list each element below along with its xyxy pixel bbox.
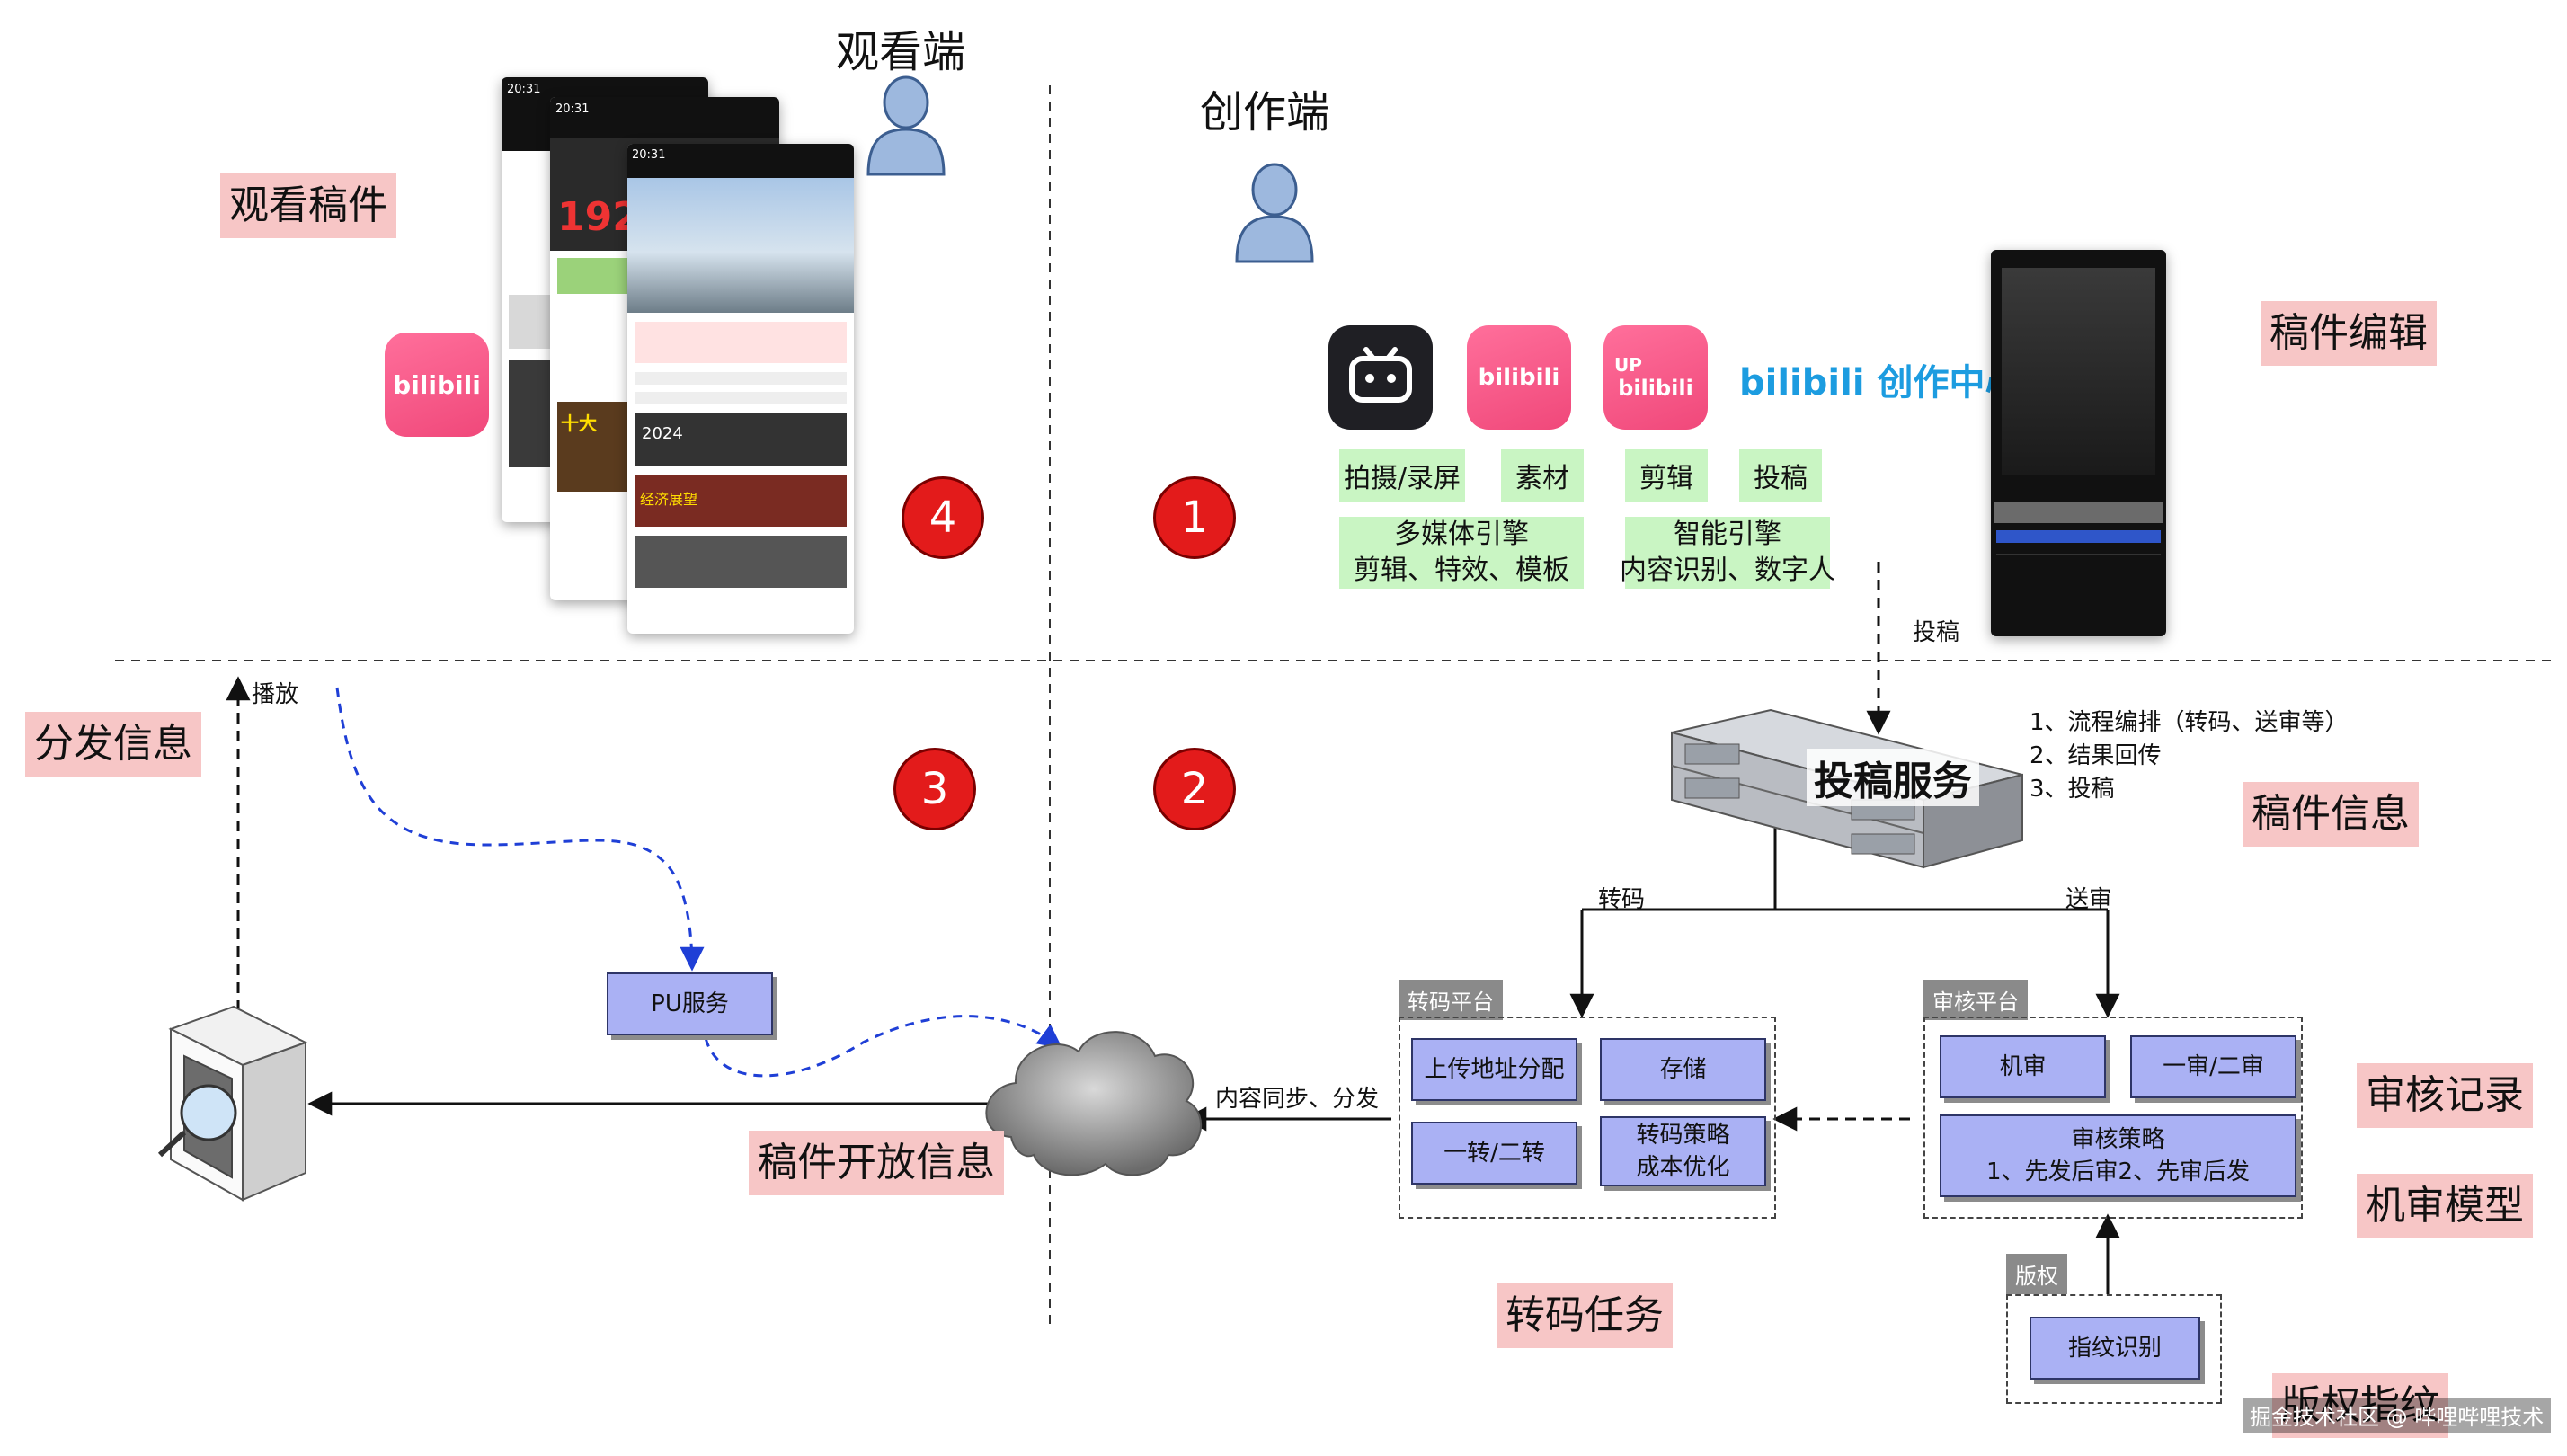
bilibili-dark-app-icon[interactable] bbox=[1328, 325, 1433, 430]
smart-engine-desc: 内容识别、数字人 bbox=[1620, 555, 1835, 586]
label-open-info: 稿件开放信息 bbox=[749, 1131, 1004, 1195]
phone-screenshot-3: 20:31 2024 经济展望 bbox=[627, 144, 854, 634]
media-engine-box: 多媒体引擎 剪辑、特效、模板 bbox=[1339, 517, 1584, 589]
copyright-tag: 版权 bbox=[2006, 1254, 2067, 1294]
label-manuscript-info: 稿件信息 bbox=[2243, 782, 2419, 847]
label-transcode-task: 转码任务 bbox=[1497, 1283, 1673, 1348]
up-brand: bilibili bbox=[1618, 376, 1693, 401]
submit-service-title: 投稿服务 bbox=[1807, 749, 1979, 806]
transcode-strategy-desc: 成本优化 bbox=[1636, 1154, 1730, 1181]
smart-engine-title: 智能引擎 bbox=[1674, 518, 1781, 550]
label-audit-record: 审核记录 bbox=[2357, 1063, 2533, 1128]
submit-step-3: 3、投稿 bbox=[2030, 776, 2115, 803]
tool-shoot: 拍摄/录屏 bbox=[1339, 449, 1465, 502]
label-audit-model: 机审模型 bbox=[2357, 1174, 2533, 1238]
phone-2-caption: 十大 bbox=[561, 413, 597, 434]
watermark: 掘金技术社区 @ 哔哩哔哩技术 bbox=[2243, 1398, 2552, 1433]
phone-3-status-bar: 20:31 bbox=[627, 144, 854, 178]
tool-submit: 投稿 bbox=[1739, 449, 1822, 502]
machine-review-box: 机审 bbox=[1940, 1035, 2106, 1098]
label-distribute: 分发信息 bbox=[25, 712, 201, 777]
copyright-group bbox=[2006, 1294, 2222, 1404]
review-strategy-box: 审核策略 1、先发后审2、先审后发 bbox=[1940, 1114, 2296, 1197]
review-strategy-title: 审核策略 bbox=[2071, 1125, 2165, 1153]
tool-edit: 剪辑 bbox=[1625, 449, 1708, 502]
review-platform-tag: 审核平台 bbox=[1923, 980, 2028, 1020]
pu-service-box: PU服务 bbox=[607, 972, 773, 1035]
storage-box: 存储 bbox=[1600, 1038, 1766, 1101]
transcode-strategy-title: 转码策略 bbox=[1636, 1121, 1730, 1149]
creation-center-logo: bilibili 创作中心 bbox=[1739, 362, 2021, 404]
play-label: 播放 bbox=[252, 681, 299, 708]
submit-step-1: 1、流程编排（转码、送审等） bbox=[2030, 709, 2349, 736]
review-platform-group bbox=[1923, 1017, 2303, 1219]
media-engine-title: 多媒体引擎 bbox=[1394, 518, 1529, 550]
label-edit: 稿件编辑 bbox=[2261, 301, 2437, 366]
viewer-user-icon bbox=[866, 75, 946, 176]
bilibili-up-app-icon[interactable]: UP bilibili bbox=[1603, 325, 1708, 430]
human-review-box: 一审/二审 bbox=[2130, 1035, 2296, 1098]
badge-4: 4 bbox=[902, 476, 984, 559]
transcode-platform-tag: 转码平台 bbox=[1399, 980, 1503, 1020]
creator-title: 创作端 bbox=[1200, 87, 1330, 138]
creator-user-icon bbox=[1235, 163, 1314, 263]
review-strategy-desc: 1、先发后审2、先审后发 bbox=[1985, 1159, 2251, 1185]
badge-2: 2 bbox=[1153, 748, 1236, 830]
upload-address-box: 上传地址分配 bbox=[1411, 1038, 1577, 1101]
viewer-title: 观看端 bbox=[836, 27, 966, 77]
blue-flow-to-cloud bbox=[704, 1015, 1063, 1078]
phone-3-caption: 经济展望 bbox=[640, 491, 698, 508]
fingerprint-box: 指纹识别 bbox=[2030, 1317, 2200, 1380]
branch-review-label: 送审 bbox=[2065, 886, 2113, 913]
phone-3-year: 2024 bbox=[642, 424, 683, 443]
transcode-platform-group bbox=[1399, 1017, 1776, 1219]
cloud-icon bbox=[985, 1031, 1202, 1176]
tv-face-icon bbox=[1349, 347, 1412, 403]
up-mark: UP bbox=[1614, 354, 1642, 376]
submit-step-2: 2、结果回传 bbox=[2030, 742, 2162, 769]
label-watch: 观看稿件 bbox=[220, 173, 396, 238]
terminal-icon bbox=[157, 1005, 308, 1202]
tool-material: 素材 bbox=[1501, 449, 1584, 502]
blue-flow-to-pu bbox=[335, 687, 705, 972]
transcode-12-box: 一转/二转 bbox=[1411, 1122, 1577, 1185]
bilibili-app-icon[interactable]: bilibili bbox=[385, 333, 489, 437]
phone-2-status-bar: 20:31 bbox=[550, 97, 779, 138]
sync-distribute-label: 内容同步、分发 bbox=[1215, 1086, 1380, 1113]
submit-arrow-label: 投稿 bbox=[1913, 619, 1960, 646]
badge-3: 3 bbox=[893, 748, 976, 830]
media-engine-desc: 剪辑、特效、模板 bbox=[1354, 555, 1569, 586]
badge-1: 1 bbox=[1153, 476, 1236, 559]
label-copyright-fingerprint: 版权指纹 bbox=[2272, 1373, 2448, 1438]
transcode-strategy-box: 转码策略 成本优化 bbox=[1600, 1116, 1766, 1186]
bilibili-pink-app-icon[interactable]: bilibili bbox=[1467, 325, 1571, 430]
branch-transcode-label: 转码 bbox=[1598, 886, 1646, 913]
editor-phone-screenshot bbox=[1991, 250, 2166, 636]
smart-engine-box: 智能引擎 内容识别、数字人 bbox=[1620, 517, 1835, 589]
